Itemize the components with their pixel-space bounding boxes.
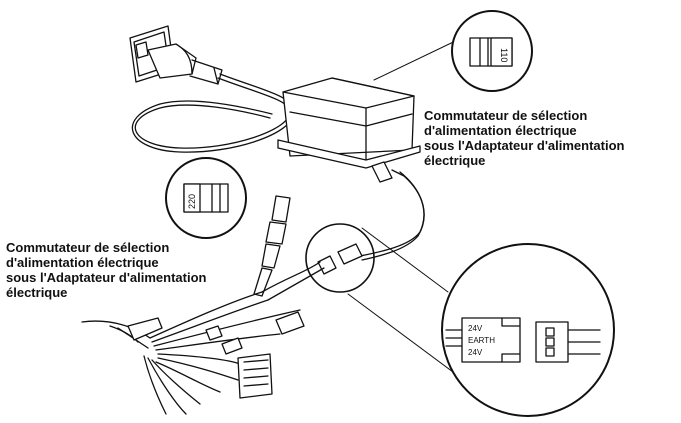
dc-output-plug [371,161,405,183]
bundle-connector-2 [275,311,305,335]
callout-line: Commutateur de sélection [6,240,170,255]
callout-line: Commutateur de sélection [424,108,588,123]
power-connector-plug [461,317,521,363]
switch-220-magnifier [165,157,247,239]
connector-pin-label: EARTH [468,336,495,345]
bundle-connector-4 [237,353,273,399]
connector-magnifier-small [305,223,375,293]
callout-line: sous l'Adaptateur d'alimentation [424,138,625,153]
cable-bundle [81,261,325,415]
switch-110-magnifier [451,10,533,92]
power-adapter [277,77,421,169]
bnc-video-connector [253,195,291,297]
callout-line: électrique [6,285,68,300]
callout-line: d'alimentation électrique [6,255,159,270]
connector-pin-label: 24V [468,324,483,333]
voltage-label-220: 220 [187,194,197,209]
voltage-label-110: 110 [499,48,509,62]
bundle-connector-3 [221,337,243,355]
connector-pin-label: 24V [468,348,483,357]
callout-right: Commutateur de sélection d'alimentation … [424,108,624,168]
callout-line: d'alimentation électrique [424,123,577,138]
connector-magnifier-large [441,243,615,417]
callout-left: Commutateur de sélection d'alimentation … [6,240,206,300]
callout-line: sous l'Adaptateur d'alimentation [6,270,207,285]
power-plug [147,43,223,85]
output-cable [359,171,425,257]
bundle-connector-1 [205,325,223,341]
callout-line: électrique [424,153,486,168]
